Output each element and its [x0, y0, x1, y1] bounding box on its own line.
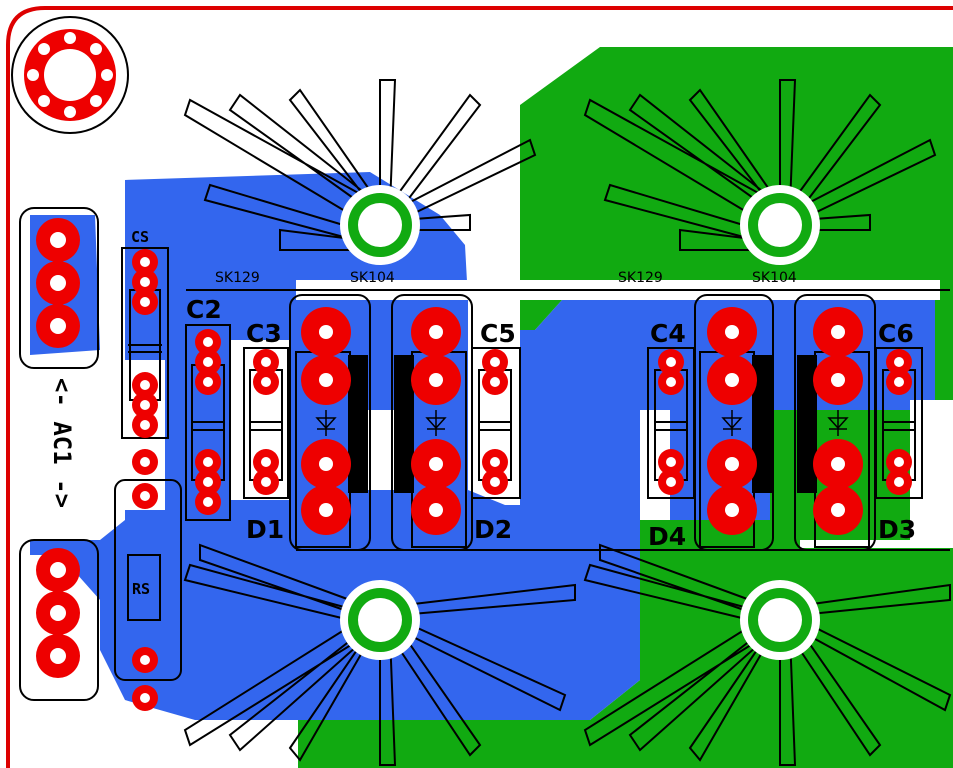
- label-rs: RS: [132, 580, 150, 598]
- capacitor-c6: [875, 347, 923, 499]
- label-sk104-left: SK104: [350, 270, 395, 286]
- heatsink-mounting-holes: [340, 185, 820, 660]
- label-d1: D1: [246, 515, 284, 544]
- label-d2: D2: [474, 515, 512, 544]
- label-c5: C5: [480, 319, 516, 348]
- diode-d4: [694, 294, 774, 551]
- diode-d2: [391, 294, 473, 551]
- capacitor-c4: [647, 347, 695, 499]
- board-outline: [6, 6, 953, 768]
- diode-d3: [794, 294, 876, 551]
- mounting-hole: [11, 16, 129, 134]
- capacitor-c3: [243, 347, 289, 499]
- label-cs: CS: [131, 228, 149, 246]
- label-c2: C2: [186, 295, 222, 324]
- capacitor-c2: [185, 324, 231, 521]
- label-d4: D4: [648, 522, 686, 551]
- rs-component: [114, 479, 182, 681]
- label-sk129-right: SK129: [618, 270, 663, 286]
- label-c3: C3: [246, 319, 282, 348]
- label-d3: D3: [878, 515, 916, 544]
- label-sk129-left: SK129: [215, 270, 260, 286]
- label-c4: C4: [650, 319, 686, 348]
- label-sk104-right: SK104: [752, 270, 797, 286]
- diode-d1: [289, 294, 371, 551]
- heatsink-outlines: [183, 79, 952, 766]
- ac-connector-top: [19, 207, 99, 369]
- label-c6: C6: [878, 319, 914, 348]
- ac-connector-bottom: [19, 539, 99, 701]
- capacitor-c5: [471, 347, 521, 499]
- cs-rs-pads: [132, 249, 158, 711]
- label-ac1: <- AC1 ->: [48, 378, 76, 508]
